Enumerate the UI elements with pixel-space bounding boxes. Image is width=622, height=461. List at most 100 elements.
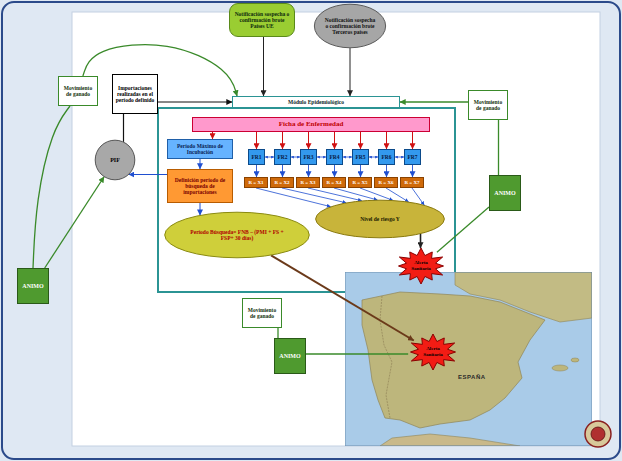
risk-factor-box: FR6 <box>378 149 395 165</box>
risk-factor-box: FR3 <box>300 149 317 165</box>
node-text: R = X1 <box>247 180 266 186</box>
connector <box>265 157 274 158</box>
connector <box>282 165 283 177</box>
movement-box: Movimiento de ganado <box>58 76 98 106</box>
node-text: FR1 <box>251 154 263 160</box>
node-text: R = X6 <box>377 180 396 186</box>
connector <box>334 132 335 149</box>
star-shape <box>411 334 456 370</box>
module-title-box: Módulo Epidemiológico <box>232 96 400 108</box>
node-text: PIF <box>101 157 130 164</box>
risk-factor-box: FR4 <box>326 149 343 165</box>
connector <box>45 177 104 268</box>
notification-ellipse: Notificación sospecha o confirmación bro… <box>314 4 386 48</box>
connector <box>200 159 201 169</box>
university-seal <box>585 421 611 447</box>
animo-box: ANIMO <box>17 268 49 304</box>
map-peninsula <box>362 292 545 428</box>
connector <box>386 132 387 149</box>
animo-box: ANIMO <box>274 338 306 374</box>
connector <box>33 106 70 268</box>
connector <box>400 101 468 102</box>
connector <box>282 132 283 149</box>
ellipse-shape <box>95 140 135 180</box>
connector <box>360 188 393 200</box>
node-text: ANIMO <box>277 353 304 360</box>
node-text: ANIMO <box>20 283 47 290</box>
node-text: Nivel de riesgo Y <box>333 216 427 222</box>
iberia-map <box>345 272 592 446</box>
white-panel <box>72 12 600 446</box>
risk-factor-box: FR5 <box>352 149 369 165</box>
connector <box>386 165 387 177</box>
node-text: R = X3 <box>299 180 318 186</box>
node-text: Alerta Sanitaria <box>419 346 447 358</box>
map-sea <box>345 272 592 446</box>
ellipse-shape <box>316 200 445 238</box>
disease-sheet-bar: Ficha de Enfermedad <box>192 117 430 132</box>
risk-factor-box: FR2 <box>274 149 291 165</box>
risk-value-box: R = X7 <box>400 177 424 188</box>
map-label: ESPAÑA <box>458 374 486 380</box>
node-text: Definición período de búsqueda de import… <box>170 177 231 196</box>
search-definition-box: Definición período de búsqueda de import… <box>167 169 233 203</box>
connector <box>158 102 232 103</box>
connector <box>334 188 377 200</box>
alert-star: Alerta Sanitaria <box>408 334 458 370</box>
connector <box>343 157 352 158</box>
alert-star: Alerta Sanitaria <box>396 248 446 284</box>
connector <box>277 328 278 338</box>
incubation-box: Período Máximo de Incubación <box>167 139 233 159</box>
node-text: R = X4 <box>325 180 344 186</box>
risk-value-box: R = X1 <box>244 177 268 188</box>
ellipse-shape <box>314 4 385 48</box>
node-text: FR6 <box>381 154 393 160</box>
animo-box: ANIMO <box>489 175 521 211</box>
connector <box>200 203 201 215</box>
node-text: Período Búsqueda= FNB – (PMI + FS + FSP+… <box>184 229 289 242</box>
star-shape <box>399 248 444 284</box>
connector <box>360 132 361 149</box>
risk-level-ellipse: Nivel de riesgo Y <box>315 200 445 238</box>
map-border <box>380 296 392 418</box>
connector <box>291 157 300 158</box>
connector <box>369 157 378 158</box>
risk-factor-box: FR7 <box>404 149 421 165</box>
node-text: FR3 <box>303 154 315 160</box>
connector <box>350 48 351 96</box>
connector <box>271 255 414 340</box>
connector <box>360 165 361 177</box>
node-text: R = X2 <box>273 180 292 186</box>
connector <box>317 157 326 158</box>
connector <box>498 120 499 175</box>
connector <box>263 37 264 96</box>
risk-factor-box: FR1 <box>248 149 265 165</box>
connector <box>83 45 237 96</box>
node-text: Importaciones realizadas en el período d… <box>115 85 156 104</box>
node-text: Período Máximo de Incubación <box>170 143 231 156</box>
node-text: Alerta Sanitaria <box>407 260 435 272</box>
node-text: Ficha de Enfermedad <box>195 120 428 128</box>
ellipse-shape <box>165 212 310 258</box>
connector <box>282 188 346 203</box>
seal-outer <box>585 421 611 447</box>
node-text: Notificación sospecha o confirmación bro… <box>233 11 291 30</box>
node-text: FR4 <box>329 154 341 160</box>
risk-value-box: R = X2 <box>270 177 294 188</box>
notification-box: Notificación sospecha o confirmación bro… <box>229 3 295 37</box>
seal-inner <box>591 427 605 441</box>
connector <box>412 132 413 149</box>
connector <box>420 234 422 248</box>
pif-circle: PIF <box>95 140 135 180</box>
movement-box: Movimiento de ganado <box>242 298 282 328</box>
connector <box>256 165 257 177</box>
risk-value-box: R = X4 <box>322 177 346 188</box>
connector <box>412 165 413 177</box>
node-text: R = X7 <box>403 180 422 186</box>
connector <box>386 188 409 202</box>
